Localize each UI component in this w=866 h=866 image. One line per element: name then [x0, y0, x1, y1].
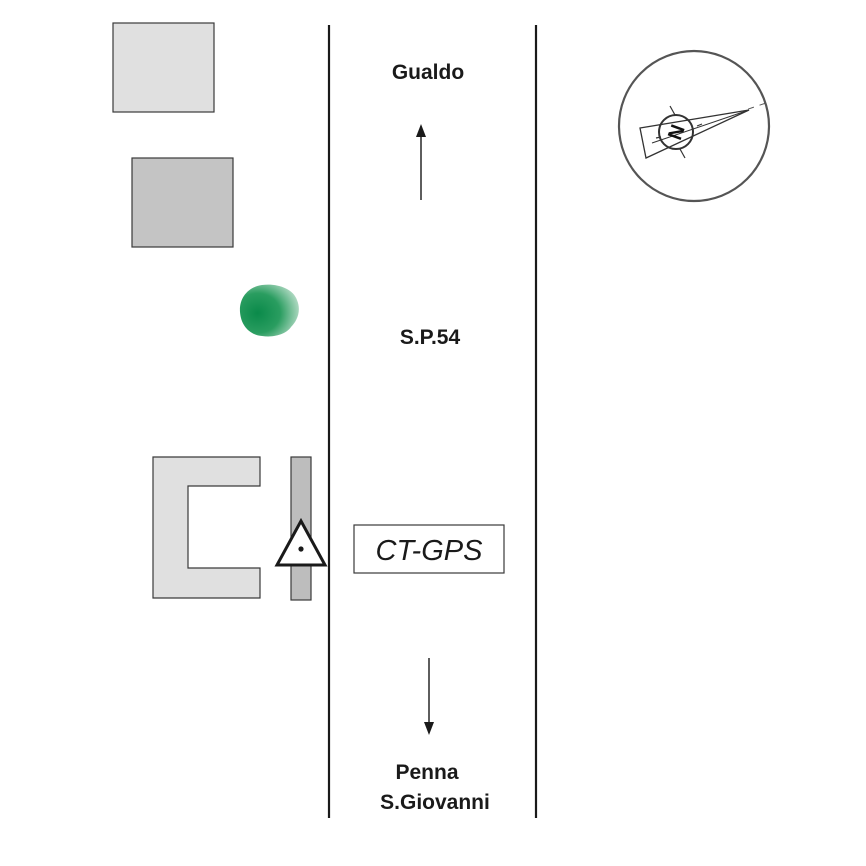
building-middle	[131, 157, 234, 248]
compass-icon: N	[617, 49, 771, 203]
station-label-box: CT-GPS	[353, 524, 505, 574]
building-north	[112, 22, 215, 113]
arrow-north-icon	[416, 124, 426, 200]
arrow-south-icon	[424, 658, 434, 735]
road-label: S.P.54	[400, 326, 461, 349]
south-destination-label-line2: S.Giovanni	[380, 791, 490, 814]
triangle-dot-icon	[274, 517, 328, 567]
compass-letter: N	[664, 122, 690, 143]
building-c-shape	[152, 456, 261, 599]
station-label: CT-GPS	[376, 535, 484, 567]
north-destination-label: Gualdo	[392, 61, 464, 84]
south-destination-label-line1: Penna	[395, 761, 458, 784]
tree-icon	[239, 284, 299, 337]
